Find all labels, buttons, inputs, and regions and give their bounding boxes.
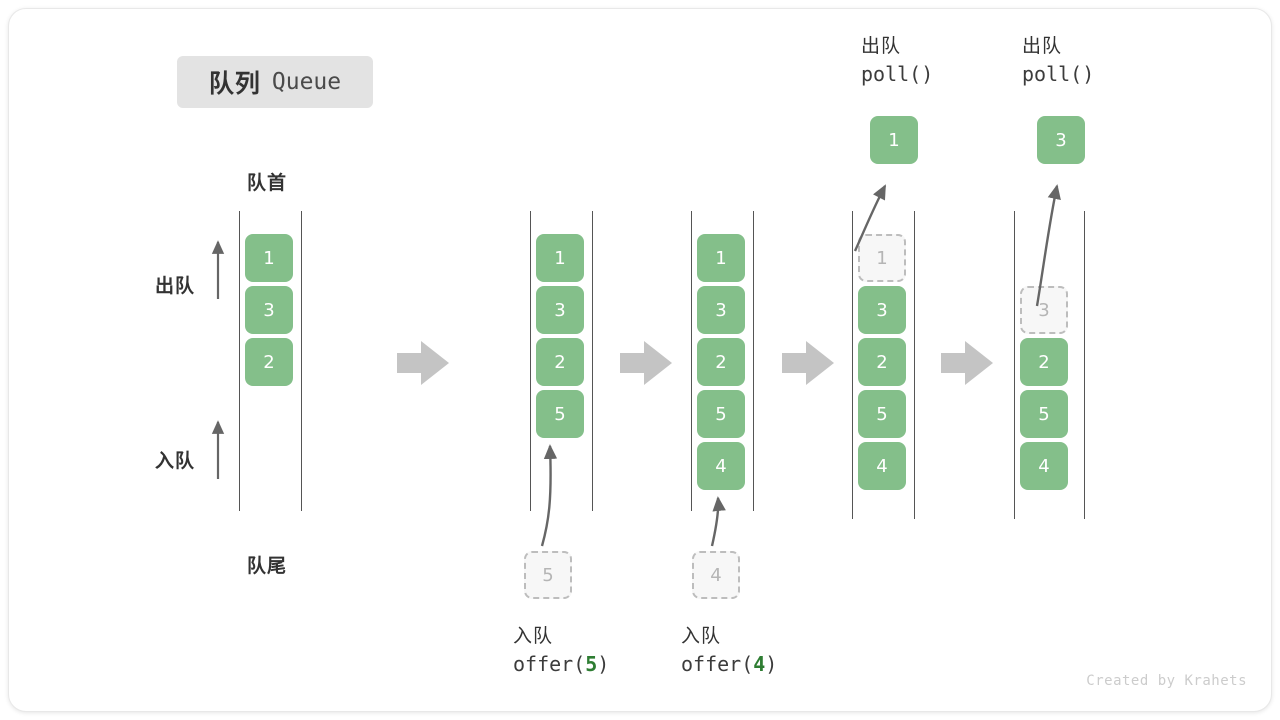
- diagram-card: 队列 Queue 队首 队尾 出队 入队 1 3 2 1 3 2 5 5 入队 …: [8, 8, 1272, 712]
- stage-transition-arrow: [620, 341, 672, 385]
- connector-overlay: [211, 184, 1061, 547]
- incoming-element: 5: [524, 551, 572, 599]
- queue-cell: 1: [245, 234, 293, 282]
- queue-cell: 1: [697, 234, 745, 282]
- queue-cell: 2: [536, 338, 584, 386]
- rail-right: [914, 211, 915, 519]
- rail-left: [530, 211, 531, 511]
- operation-label-code: poll(): [861, 62, 934, 86]
- rail-right: [592, 211, 593, 511]
- queue-cell: 4: [697, 442, 745, 490]
- operation-label-cn: 入队: [513, 625, 554, 647]
- queue-head-label: 队首: [247, 173, 288, 194]
- outgoing-element: 1: [870, 116, 918, 164]
- queue-cell: 4: [1020, 442, 1068, 490]
- queue-cell: 5: [697, 390, 745, 438]
- stage-transition-arrow: [397, 341, 449, 385]
- rail-left: [691, 211, 692, 511]
- operation-label-code: offer(4): [681, 652, 778, 676]
- rail-right: [753, 211, 754, 511]
- operation-label-offer-5: 入队 offer(5): [513, 623, 609, 679]
- queue-cell: 3: [536, 286, 584, 334]
- operation-label-poll-3: 出队 poll(): [1022, 33, 1094, 89]
- stage-transition-arrow: [941, 341, 993, 385]
- queue-cell: 2: [858, 338, 906, 386]
- queue-cell: 3: [245, 286, 293, 334]
- enqueue-arrow-4: [710, 496, 726, 547]
- queue-cell: 3: [697, 286, 745, 334]
- outgoing-element: 3: [1037, 116, 1085, 164]
- queue-cell: 5: [536, 390, 584, 438]
- stage-transition-arrow: [782, 341, 834, 385]
- title-badge: 队列 Queue: [177, 56, 373, 108]
- operation-label-code: offer(5): [513, 652, 610, 676]
- queue-cell: 5: [858, 390, 906, 438]
- rail-right: [301, 211, 302, 511]
- title-cn: 队列: [208, 70, 261, 98]
- queue-cell: 3: [858, 286, 906, 334]
- rail-left: [239, 211, 240, 511]
- title-en: Queue: [271, 69, 342, 95]
- operation-label-cn: 出队: [1022, 35, 1063, 57]
- operation-label-cn: 出队: [861, 35, 902, 57]
- queue-cell: 2: [245, 338, 293, 386]
- queue-tail-label: 队尾: [247, 556, 288, 577]
- queue-cell: 2: [697, 338, 745, 386]
- rail-right: [1084, 211, 1085, 519]
- rail-left: [852, 211, 853, 519]
- operation-label-offer-4: 入队 offer(4): [681, 623, 777, 679]
- operation-label-cn: 入队: [681, 625, 722, 647]
- queue-cell: 2: [1020, 338, 1068, 386]
- rail-left: [1014, 211, 1015, 519]
- dequeue-direction-label: 出队: [155, 276, 196, 297]
- incoming-element: 4: [692, 551, 740, 599]
- enqueue-arrow-5: [540, 444, 558, 547]
- queue-cell: 3: [1020, 286, 1068, 334]
- queue-cell: 1: [858, 234, 906, 282]
- queue-cell: 4: [858, 442, 906, 490]
- enqueue-direction-label: 入队: [155, 451, 196, 472]
- credit-text: Created by Krahets: [1086, 673, 1247, 689]
- operation-label-poll-1: 出队 poll(): [861, 33, 933, 89]
- operation-label-code: poll(): [1022, 62, 1095, 86]
- queue-cell: 1: [536, 234, 584, 282]
- queue-cell: 5: [1020, 390, 1068, 438]
